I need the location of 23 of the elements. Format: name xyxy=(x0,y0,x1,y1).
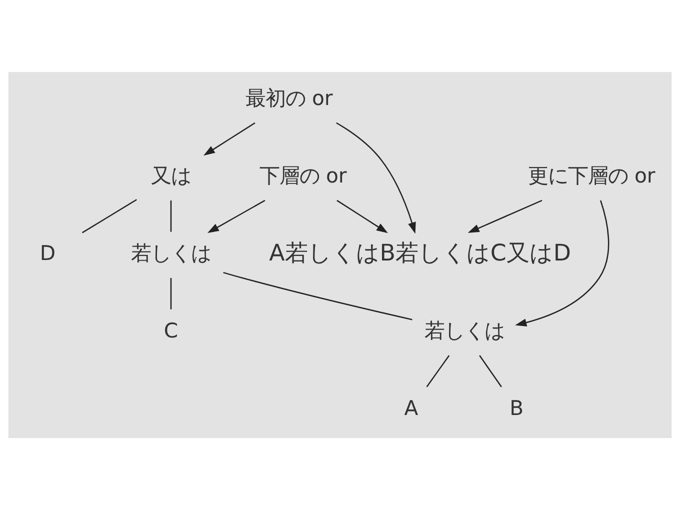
node-text: D xyxy=(40,240,56,265)
connector xyxy=(223,272,412,320)
arrow xyxy=(336,200,388,234)
node-text: 下層の or xyxy=(260,163,347,188)
node-text: 更に下層の or xyxy=(528,163,656,188)
node-text: 又は xyxy=(150,163,191,188)
arrow xyxy=(468,200,542,233)
node-text: 若しくは xyxy=(130,240,211,265)
arrow xyxy=(515,200,610,326)
connector xyxy=(170,278,172,310)
node-text: C xyxy=(164,318,178,342)
arrow xyxy=(203,122,256,156)
node-text: A xyxy=(404,396,418,420)
connector xyxy=(426,355,450,388)
node-text: 若しくは xyxy=(424,318,505,342)
arrow xyxy=(336,122,416,234)
node-text: A若しくはB若しくはC又はD xyxy=(269,240,572,267)
connector xyxy=(479,355,502,388)
arrow xyxy=(207,200,266,234)
connector xyxy=(82,199,137,234)
node-text: B xyxy=(510,396,524,420)
connector xyxy=(170,200,172,232)
node-text: 最初の or xyxy=(246,86,333,110)
